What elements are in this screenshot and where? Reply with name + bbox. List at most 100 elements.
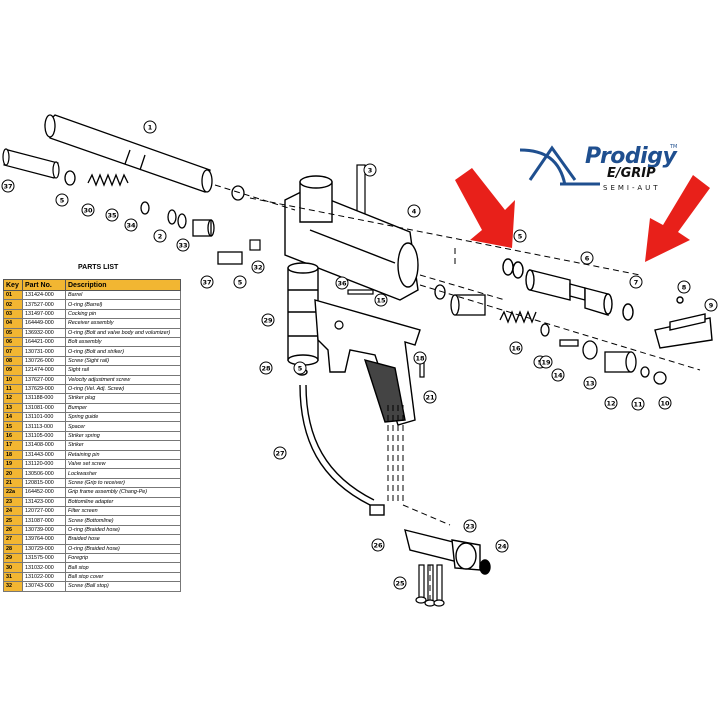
left-small-parts	[64, 170, 245, 265]
brand-logo: Prodigy	[585, 144, 677, 169]
callout-label: 5	[518, 233, 523, 241]
callout-label: 26	[373, 542, 383, 550]
callout-label: 16	[511, 345, 521, 353]
callout-label: 21	[425, 394, 435, 402]
callout-circle	[105, 208, 119, 222]
part-number: 131423-000	[22, 496, 66, 508]
callout-label: 24	[497, 543, 507, 551]
part-key: 32	[3, 581, 23, 592]
part-number: 130729-000	[22, 543, 66, 554]
callout-label: 5	[60, 197, 65, 205]
callout-label: 7	[634, 279, 639, 287]
part-description: Striker spring	[65, 430, 181, 442]
part-number: 131101-000	[22, 412, 66, 423]
part-description: Bolt assembly	[65, 336, 181, 348]
callout-circle	[143, 120, 157, 134]
part-key: 31	[3, 571, 23, 583]
highlight-arrows	[455, 168, 710, 262]
part-number: 130506-000	[22, 468, 66, 479]
part-number: 131188-000	[22, 393, 66, 404]
part-key: 23	[3, 496, 23, 508]
bottomline-screws	[415, 564, 445, 607]
callout-label: 14	[553, 372, 563, 380]
part-description: Lockwasher	[65, 468, 181, 479]
part-number: 131120-000	[22, 459, 66, 470]
part-key: 24	[3, 505, 23, 517]
part-number: 137629-000	[22, 383, 66, 395]
callout-label: 1	[148, 124, 153, 132]
callout-label: 25	[395, 580, 405, 588]
part-key: 11	[3, 383, 23, 395]
part-number: 164452-000	[22, 487, 66, 498]
red-arrow-right	[645, 175, 710, 262]
callout-label: 36	[337, 280, 347, 288]
braided-hose	[296, 368, 385, 516]
part-key: 01	[3, 289, 23, 301]
red-arrow-left	[455, 168, 515, 248]
part-key: 05	[3, 327, 23, 338]
callout-label: 34	[126, 222, 136, 230]
part-description: Filter screen	[65, 505, 181, 517]
part-key: 15	[3, 421, 23, 432]
part-number: 120815-000	[22, 477, 66, 489]
callout-label: 19	[541, 359, 551, 367]
part-number: 131424-000	[22, 289, 66, 301]
part-key: 16	[3, 430, 23, 442]
part-number: 137627-000	[22, 374, 66, 385]
part-description: O-ring (Braided hose)	[65, 524, 181, 536]
callout-circle	[124, 218, 138, 232]
callout-label: 10	[660, 400, 670, 408]
header-part-no: Part No.	[22, 279, 66, 291]
part-number: 139764-000	[22, 534, 66, 545]
logo-swoosh	[519, 145, 600, 186]
part-key: 14	[3, 412, 23, 423]
callout-circle	[423, 390, 437, 404]
callout-label: 30	[83, 207, 93, 215]
callout-label: 12	[606, 400, 615, 408]
part-number: 130726-000	[22, 355, 66, 367]
callout-label: 8	[682, 284, 687, 292]
callout-circle	[55, 193, 69, 207]
callout-label: 37	[3, 183, 12, 191]
callout-label: 2	[158, 233, 163, 241]
callout-label: 11	[633, 401, 643, 409]
part-key: 02	[3, 299, 23, 310]
part-description: Bottomline adapter	[65, 496, 181, 508]
part-description: Screw (Ball stop)	[65, 581, 181, 592]
part-number: 131087-000	[22, 515, 66, 526]
callout-circle	[233, 275, 247, 289]
part-key: 06	[3, 336, 23, 348]
callout-label: 13	[585, 380, 594, 388]
part-number: 131443-000	[22, 449, 66, 461]
part-description: Receiver assembly	[65, 318, 181, 329]
part-description: Foregrip	[65, 552, 181, 564]
model-name: E/GRIP	[607, 166, 656, 181]
part-number: 131022-000	[22, 571, 66, 583]
sight-rail	[654, 296, 713, 349]
part-number: 131032-000	[22, 562, 66, 573]
trademark-mark: TM	[670, 144, 678, 150]
part-description: Screw (Sight rail)	[65, 355, 181, 367]
part-description: Spring guide	[65, 412, 181, 423]
receiver-assembly	[284, 175, 419, 301]
callout-circle	[81, 203, 95, 217]
callout-circle	[413, 351, 427, 365]
striker-parts	[434, 284, 667, 385]
callout-circle	[153, 229, 167, 243]
callout-label: 5	[298, 365, 303, 373]
